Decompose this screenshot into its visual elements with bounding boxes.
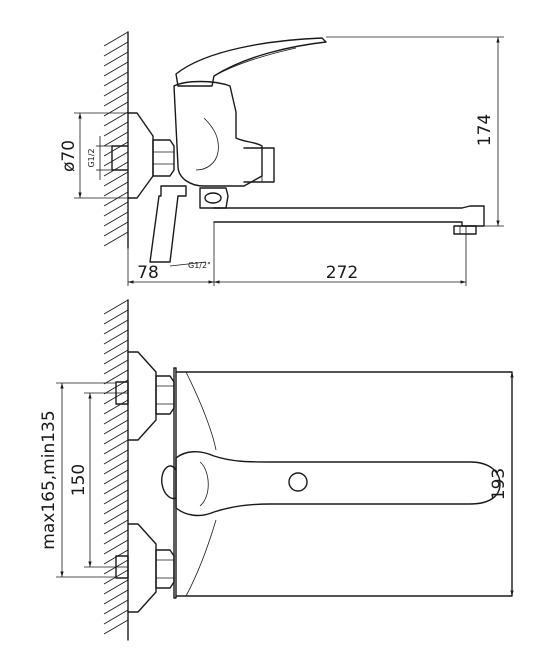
label-range: max165,min135 (39, 410, 59, 549)
wall-top (103, 31, 129, 249)
side-view: 174 ø70 G1/2 G1/2" 78 (59, 31, 504, 286)
faucet-body-top (173, 367, 177, 599)
wall-hatch-line (103, 419, 129, 435)
wall-hatch-line (103, 191, 129, 207)
wall-hatch-line (103, 51, 129, 67)
wall-hatch-line (103, 101, 129, 117)
wall-hatch-line (103, 121, 129, 137)
wall-hatch-line (103, 31, 129, 47)
wall-hatch-line (103, 489, 129, 505)
label-272: 272 (326, 263, 358, 283)
wall-hatch-line (103, 589, 129, 605)
eccentric-lower (115, 523, 175, 613)
wall-flange-top (127, 112, 154, 199)
label-diameter: ø70 (59, 140, 79, 172)
wall-hatch-line (103, 131, 129, 147)
inlet-connector (149, 185, 187, 263)
label-thread-wall: G1/2 (87, 148, 96, 167)
label-78: 78 (137, 263, 159, 283)
faucet-body-side (173, 80, 263, 187)
dimension-193: 193 (489, 372, 514, 596)
wall-hatch-line (103, 619, 129, 635)
wall-hatch-line (103, 579, 129, 595)
wall-hatch-line (103, 359, 129, 375)
wall-hatch-line (103, 529, 129, 545)
wall-hatch-line (103, 211, 129, 227)
dimension-diameter: ø70 (59, 112, 128, 199)
wall-hatch-line (103, 171, 129, 187)
wall-hatch-line (103, 319, 129, 335)
wall-hatch-line (103, 469, 129, 485)
wall-hatch-line (103, 409, 129, 425)
wall-hatch-line (103, 329, 129, 345)
wall-hatch-line (103, 141, 129, 157)
wall-hatch-line (103, 41, 129, 57)
wall-hatch-line (103, 539, 129, 555)
wall-hatch-line (103, 459, 129, 475)
wall-hatch-line (103, 499, 129, 515)
wall-hatch-line (103, 609, 129, 625)
wall-hatch-line (103, 339, 129, 355)
wall-hatch-line (103, 309, 129, 325)
lever-handle-top (161, 451, 501, 517)
label-thread-inlet: G1/2" (188, 261, 211, 270)
top-view: 193 150 max165,min135 (39, 299, 514, 641)
wall-hatch-line (103, 231, 129, 247)
wall-hatch-line (103, 91, 129, 107)
wall-hatch-line (103, 151, 129, 167)
wall-hatch-line (103, 201, 129, 217)
wall-hatch-line (103, 509, 129, 525)
wall-hatch-line (103, 399, 129, 415)
wall-hatch-line (103, 439, 129, 455)
spout-side (199, 187, 485, 235)
eccentric-upper (115, 351, 175, 441)
wall-bottom (103, 299, 129, 641)
dimension-150: 150 (69, 392, 116, 568)
dimension-174: 174 (326, 36, 504, 227)
wall-hatch-line (103, 299, 129, 315)
label-193: 193 (489, 468, 509, 500)
lever-handle-side (175, 37, 327, 87)
wall-hatch-line (103, 369, 129, 385)
wall-hatch-line (103, 81, 129, 97)
label-174: 174 (475, 114, 495, 146)
wall-hatch-line (103, 479, 129, 495)
wall-hatch-line (103, 599, 129, 615)
dimension-bottom-top: 78 272 (127, 222, 467, 286)
dimension-thread-inlet: G1/2" (169, 261, 211, 270)
wall-hatch-line (103, 61, 129, 77)
wall-hatch-line (103, 519, 129, 535)
diverter-knob (243, 147, 275, 183)
hex-nut-top (152, 139, 175, 177)
wall-hatch-line (103, 349, 129, 365)
wall-hatch-line (103, 221, 129, 237)
wall-hatch-line (103, 111, 129, 127)
dimension-range: max165,min135 (39, 382, 116, 578)
wall-hatch-line (103, 181, 129, 197)
wall-hatch-line (103, 71, 129, 87)
wall-hatch-line (103, 429, 129, 445)
label-150: 150 (69, 464, 89, 496)
wall-hatch-line (103, 161, 129, 177)
dimension-thread-wall: G1/2 (87, 136, 112, 180)
wall-hatch-line (103, 449, 129, 465)
